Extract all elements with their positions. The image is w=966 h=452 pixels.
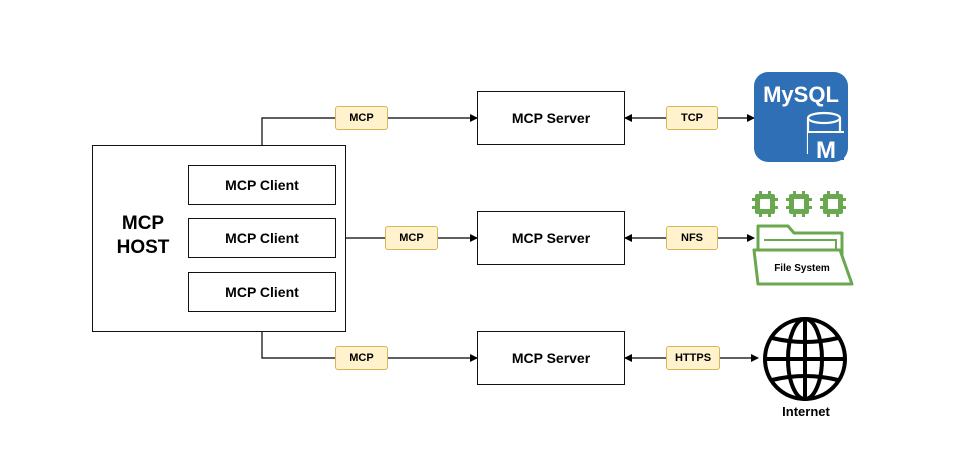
folder-icon (752, 224, 854, 286)
file-system-icon: File System (752, 191, 854, 286)
mcp-server-2: MCP Server (477, 211, 625, 265)
protocol-tag-mcp-3: MCP (335, 346, 388, 370)
chip-icon-1 (752, 191, 778, 217)
mcp-host-label-line2: HOST (116, 237, 170, 258)
mysql-icon: MySQL M (754, 72, 848, 162)
protocol-tag-mcp-2: MCP (385, 226, 438, 250)
mcp-server-3: MCP Server (477, 331, 625, 385)
mcp-server-1: MCP Server (477, 91, 625, 145)
mcp-host-label: MCP HOST (104, 212, 182, 260)
globe-icon (763, 317, 847, 401)
mcp-client-1: MCP Client (188, 165, 336, 205)
mcp-host-label-line1: MCP (121, 213, 165, 234)
chip-icon-3 (820, 191, 846, 217)
mcp-client-2: MCP Client (188, 218, 336, 258)
mysql-glyph: M (816, 137, 836, 162)
mcp-client-3: MCP Client (188, 272, 336, 312)
protocol-tag-nfs: NFS (666, 226, 718, 250)
chip-icon-2 (786, 191, 812, 217)
protocol-tag-mcp-1: MCP (335, 106, 388, 130)
mysql-logo-text: MySQL (763, 82, 839, 107)
protocol-tag-https: HTTPS (666, 346, 720, 370)
protocol-tag-tcp: TCP (666, 106, 718, 130)
internet-label: Internet (782, 404, 830, 419)
file-system-label: File System (774, 263, 830, 274)
